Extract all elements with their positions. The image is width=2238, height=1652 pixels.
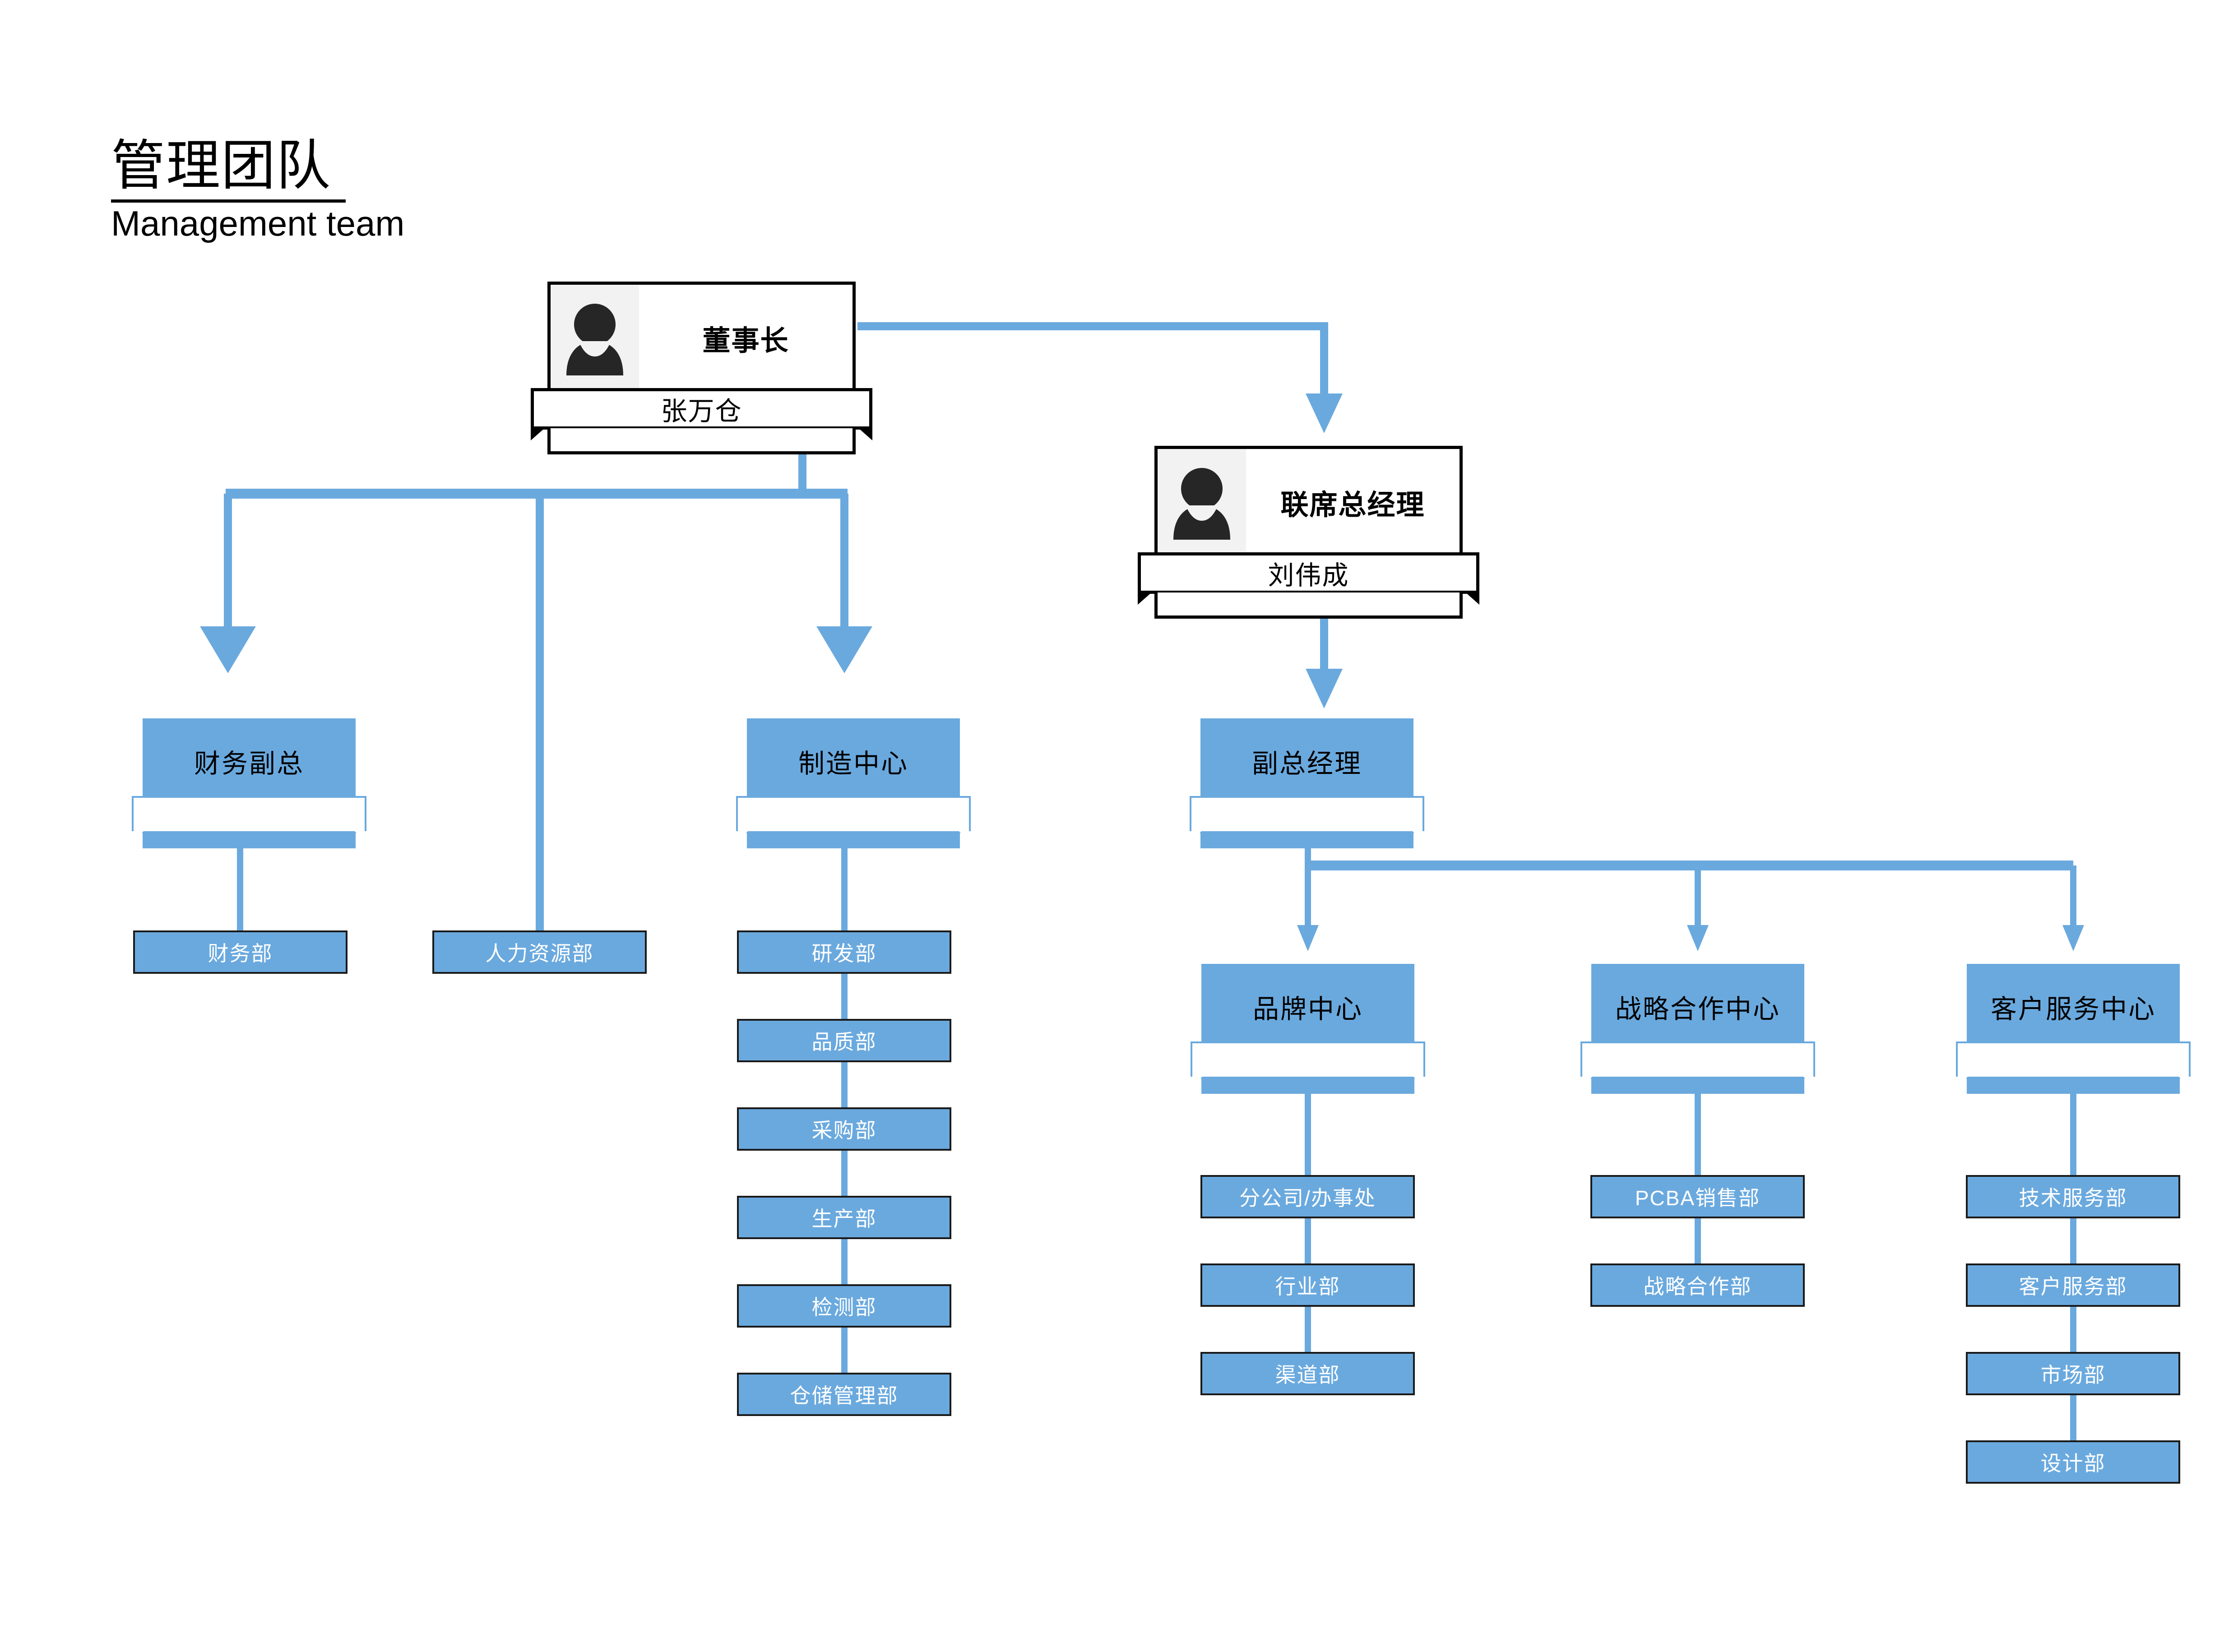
banner-foot-strip — [1967, 1077, 2180, 1094]
deputy-gm-label: 副总经理 — [1200, 718, 1413, 804]
ribbon-notch-left — [1138, 591, 1153, 605]
banner-node-customer[interactable]: 客户服务中心 — [1956, 964, 2191, 1094]
banner-node-finance-vp[interactable]: 财务副总 — [132, 718, 366, 848]
banner-white-band — [736, 796, 971, 833]
title-english: Management team — [111, 204, 405, 244]
dept-box-hr[interactable]: 人力资源部 — [432, 930, 647, 974]
dept-box-industry[interactable]: 行业部 — [1200, 1263, 1415, 1307]
dept-box-production[interactable]: 生产部 — [737, 1196, 951, 1239]
banner-notch-right — [355, 831, 366, 843]
banner-notch-left — [1956, 1077, 1968, 1088]
chairman-role-label: 董事长 — [702, 325, 789, 356]
co-gm-foot-strip — [1154, 592, 1463, 619]
chairman-foot-strip — [547, 428, 856, 454]
banner-notch-left — [1191, 1077, 1202, 1088]
banner-notch-left — [132, 831, 144, 843]
dept-box-finance[interactable]: 财务部 — [133, 930, 348, 974]
banner-white-band — [1191, 1041, 1425, 1078]
co-gm-role-label: 联席总经理 — [1280, 490, 1425, 521]
finance-vp-label: 财务副总 — [143, 718, 356, 804]
brand-label: 品牌中心 — [1201, 964, 1414, 1050]
banner-notch-right — [2179, 1077, 2191, 1088]
banner-notch-left — [1190, 831, 1201, 843]
dept-box-tech-service[interactable]: 技术服务部 — [1966, 1175, 2180, 1218]
customer-label: 客户服务中心 — [1967, 964, 2180, 1050]
banner-foot-strip — [1591, 1077, 1804, 1094]
person-card-chairman[interactable]: 董事长 张万仓 — [531, 282, 872, 454]
dept-box-marketing[interactable]: 市场部 — [1966, 1352, 2180, 1395]
dept-box-pcba-sales[interactable]: PCBA销售部 — [1590, 1175, 1805, 1218]
dept-box-channel[interactable]: 渠道部 — [1200, 1352, 1415, 1395]
banner-notch-right — [1413, 831, 1424, 843]
banner-foot-strip — [1200, 831, 1413, 848]
banner-node-deputy-gm[interactable]: 副总经理 — [1190, 718, 1424, 848]
dept-box-warehouse[interactable]: 仓储管理部 — [737, 1373, 951, 1416]
co-gm-card-body: 联席总经理 — [1154, 446, 1463, 559]
banner-notch-right — [959, 831, 971, 843]
co-gm-name-label: 刘伟成 — [1138, 552, 1479, 594]
banner-white-band — [1580, 1041, 1815, 1078]
link-chairman-bus — [200, 441, 872, 930]
banner-foot-strip — [1201, 1077, 1414, 1094]
banner-node-brand[interactable]: 品牌中心 — [1191, 964, 1425, 1094]
banner-notch-left — [1580, 1077, 1592, 1088]
dept-box-rnd[interactable]: 研发部 — [737, 930, 951, 974]
banner-foot-strip — [143, 831, 356, 848]
dept-box-branch-office[interactable]: 分公司/办事处 — [1200, 1175, 1415, 1218]
person-avatar-icon — [1158, 449, 1246, 555]
banner-node-strategy[interactable]: 战略合作中心 — [1580, 964, 1815, 1094]
ribbon-notch-left — [531, 427, 546, 440]
banner-white-band — [1956, 1041, 2191, 1078]
dept-box-purchase[interactable]: 采购部 — [737, 1107, 951, 1151]
ribbon-notch-right — [1464, 591, 1479, 605]
ribbon-notch-right — [857, 427, 872, 440]
strategy-label: 战略合作中心 — [1591, 964, 1804, 1050]
banner-node-manufacture[interactable]: 制造中心 — [736, 718, 971, 848]
chairman-name-label: 张万仓 — [531, 388, 872, 430]
chairman-card-body: 董事长 — [547, 282, 856, 394]
dept-box-design[interactable]: 设计部 — [1966, 1440, 2180, 1484]
dept-box-inspection[interactable]: 检测部 — [737, 1284, 951, 1328]
manufacture-label: 制造中心 — [747, 718, 960, 804]
banner-foot-strip — [747, 831, 960, 848]
link-deputy-to-centers — [1297, 847, 2084, 951]
page-title: 管理团队 Management team — [111, 135, 404, 242]
dept-box-customer-service[interactable]: 客户服务部 — [1966, 1263, 2180, 1307]
dept-box-quality[interactable]: 品质部 — [737, 1019, 951, 1062]
link-chairman-to-cogm — [857, 322, 1343, 433]
dept-box-strategic-coop[interactable]: 战略合作部 — [1590, 1263, 1805, 1307]
banner-white-band — [1190, 796, 1424, 833]
title-chinese: 管理团队 — [111, 135, 331, 196]
banner-notch-right — [1803, 1077, 1815, 1088]
banner-notch-right — [1413, 1077, 1425, 1088]
person-card-co-gm[interactable]: 联席总经理 刘伟成 — [1138, 446, 1479, 619]
person-avatar-icon — [551, 285, 639, 391]
title-underline — [111, 199, 346, 203]
banner-notch-left — [736, 831, 748, 843]
banner-white-band — [132, 796, 366, 833]
